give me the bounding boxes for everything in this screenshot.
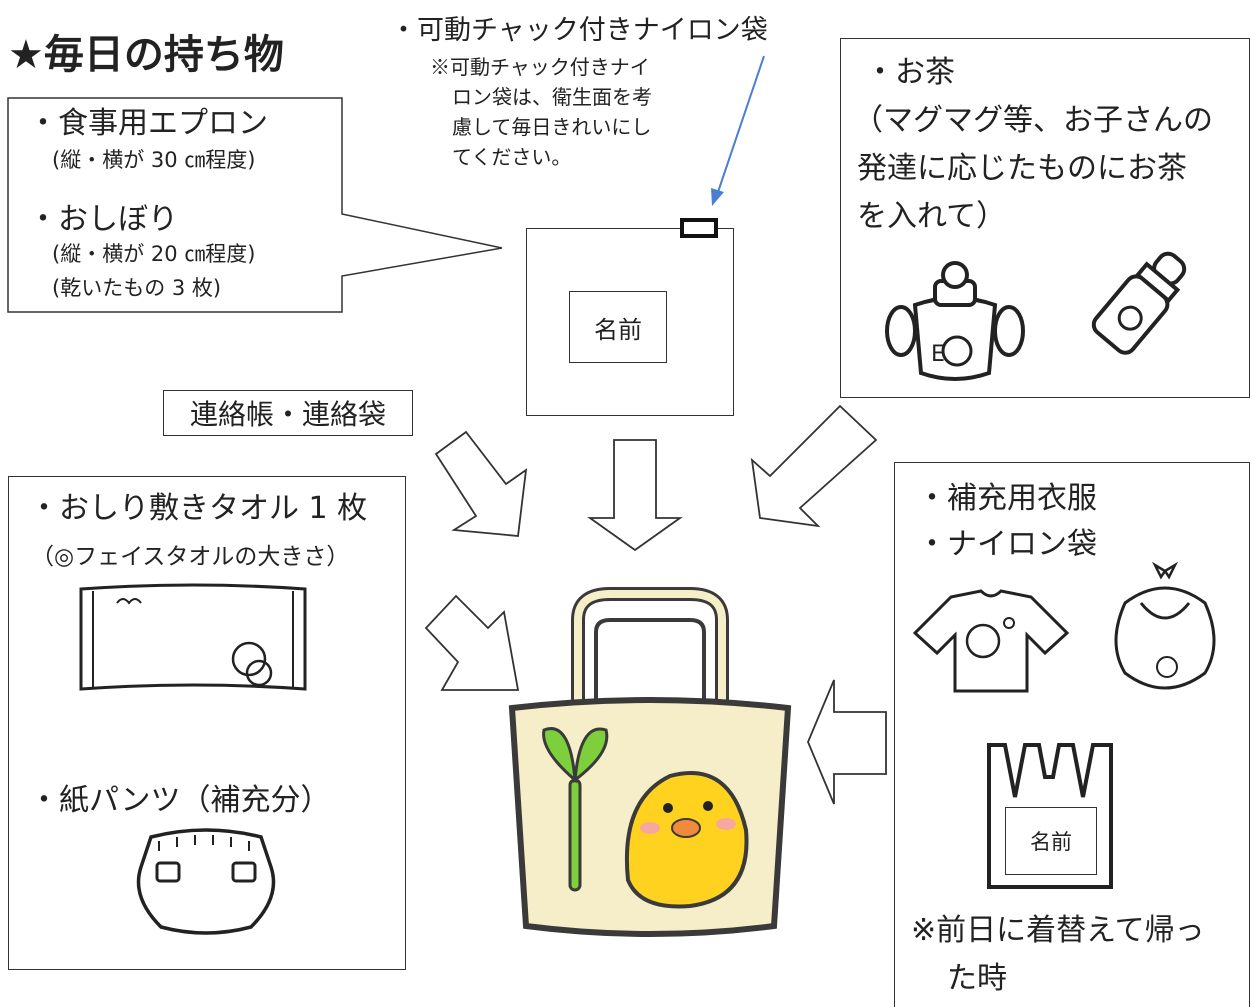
towel-diaper-box: ・おしり敷きタオル 1 枚 （◎フェイスタオルの大きさ） ・紙パンツ（補充分）: [8, 476, 406, 970]
oshibori-note: (乾いたもの 3 枚): [52, 276, 222, 300]
arrow-icon: [587, 439, 683, 552]
tote-bag-icon: [508, 587, 792, 937]
tea-item: ・お茶: [865, 55, 955, 90]
bib-icon: [1114, 561, 1216, 690]
tea-note-line: （マグマグ等、お子さんの: [853, 103, 1213, 138]
clothes-note-line: ※前日に着替えて帰っ: [911, 913, 1205, 948]
diaper-icon: [136, 828, 276, 935]
towel-icon: [79, 583, 307, 691]
apron-item: ・食事用エプロン: [28, 106, 268, 141]
baby-bottle-icon: [1091, 251, 1187, 355]
clothes-note-line: た時: [947, 961, 1007, 996]
towel-item: ・おしり敷きタオル 1 枚: [29, 491, 368, 526]
apron-size: (縦・横が 30 ㎝程度): [52, 148, 256, 172]
nylon-note-line: ロン袋は、衛生面を考: [452, 85, 652, 109]
nylon-note-line: ※可動チャック付きナイ: [430, 55, 650, 79]
arrow-icon: [424, 594, 520, 691]
page-title: ★毎日の持ち物: [8, 32, 284, 78]
bag-name-tag-label: 名前: [1030, 830, 1072, 854]
nylon-note-line: 慮して毎日きれいにし: [452, 115, 652, 139]
notebook-label-box: 連絡帳・連絡袋: [163, 390, 413, 436]
tshirt-icon: [912, 589, 1070, 693]
nylon-bag-diagram: 名前: [526, 228, 734, 416]
tea-note-line: 発達に応じたものにお茶: [857, 151, 1187, 186]
nylon-item: ・ナイロン袋: [917, 527, 1097, 562]
zipper-icon: [680, 218, 718, 238]
arrow-icon: [750, 404, 878, 528]
sippy-cup-icon: E: [885, 261, 1025, 381]
clothes-box: ・補充用衣服 ・ナイロン袋 名前 ※前日に着替えて帰っ た時: [894, 462, 1250, 1007]
clothes-item: ・補充用衣服: [917, 481, 1097, 516]
nylon-bag-note: ※可動チャック付きナイ ロン袋は、衛生面を考 慮して毎日きれいにし てください。: [430, 52, 652, 172]
nylon-note-line: てください。: [452, 145, 572, 169]
nylon-bag-label: ・可動チャック付きナイロン袋: [390, 15, 768, 46]
tea-box: ・お茶 （マグマグ等、お子さんの 発達に応じたものにお茶 を入れて） E: [840, 38, 1250, 398]
towel-note: （◎フェイスタオルの大きさ）: [31, 544, 350, 570]
oshibori-item: ・おしぼり: [28, 202, 178, 237]
svg-text:E: E: [931, 342, 945, 367]
oshibori-size: (縦・横が 20 ㎝程度): [52, 242, 256, 266]
name-tag-label: 名前: [594, 315, 642, 344]
bag-name-tag: 名前: [1005, 807, 1097, 875]
notebook-label: 連絡帳・連絡袋: [189, 398, 386, 431]
arrow-icon: [807, 679, 887, 805]
name-tag: 名前: [569, 291, 667, 363]
tea-note-line: を入れて）: [857, 199, 1007, 234]
arrow-icon: [434, 430, 528, 537]
diaper-item: ・紙パンツ（補充分）: [29, 783, 331, 818]
